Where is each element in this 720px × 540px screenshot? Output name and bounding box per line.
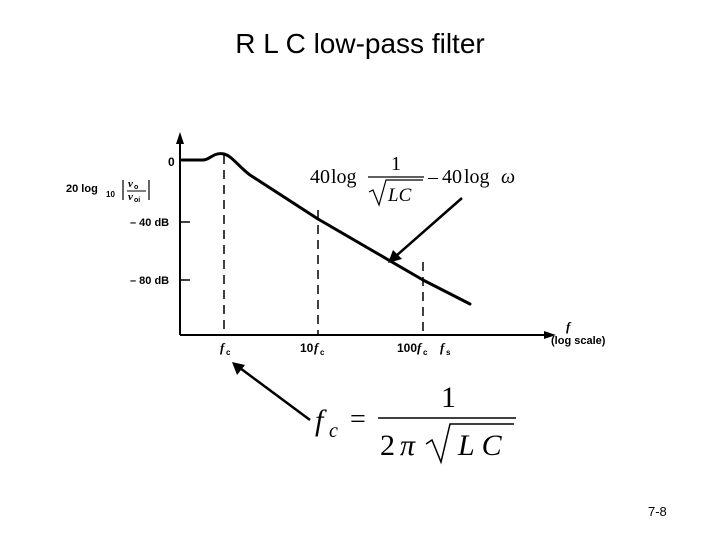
x-tick-fs: f s [440,340,451,357]
x-tick-fc-f: f [220,340,226,355]
ratio-num: v [128,178,133,190]
x-axis-var: f [566,319,572,334]
x-tick-100fc-f: f [417,340,423,355]
arrow-to-fc [232,362,311,422]
arrow-to-curve [388,197,463,263]
ratio-den: v [128,191,133,203]
x-tick-100fc-pre: 100 [397,341,417,355]
formula-fc-sqrt-arg: L C [457,429,503,462]
formula-fc-numerator: 1 [441,381,456,414]
x-tick-fc: f c [220,340,231,357]
formula-slope-coef1: 40 [310,166,330,188]
y-tick-label-40db: – 40 dB [130,217,169,229]
formula-fc-lhs-f: f [315,404,327,437]
formula-fc-sqrt-sign [425,423,514,465]
x-tick-fc-sub: c [226,348,231,357]
formula-slope-sqrt-sign [368,179,423,207]
formula-fc-two: 2 [380,429,395,462]
y-tick-label-80db: – 80 dB [130,275,169,287]
response-curve [180,152,472,306]
formula-fc-pi: π [400,429,416,462]
slide-title: R L C low-pass filter [235,28,485,59]
x-tick-10fc-f: f [314,340,320,355]
formula-slope: 40 log 1 LC – 40 log ω [310,153,515,207]
formula-fc-lhs-sub: c [329,420,338,442]
ratio-num-sub: o [134,184,138,191]
x-tick-fs-sub: s [446,348,451,357]
y-axis-label-prefix: 20 log [66,183,98,195]
formula-slope-minus: – [427,166,439,188]
formula-fc-equals: = [350,404,366,435]
y-axis-label: 20 log 10 v o v oi [66,178,150,204]
formula-slope-sqrt-arg: LC [387,185,412,206]
page-number: 7-8 [648,504,667,519]
x-tick-10fc: 10 f c [300,340,325,357]
y-tick-label-0: 0 [168,155,175,169]
ratio-den-sub: oi [134,197,140,204]
x-tick-100fc-sub: c [423,348,428,357]
y-axis-label-sub: 10 [106,190,115,199]
formula-slope-omega: ω [501,166,515,188]
formula-slope-coef2: 40 [442,166,462,188]
x-tick-fs-f: f [440,340,446,355]
x-tick-10fc-pre: 10 [300,341,314,355]
x-tick-100fc: 100 f c [397,340,428,357]
formula-slope-log1: log [331,166,357,188]
x-axis-arrow [544,331,556,339]
y-axis-arrow [176,132,184,144]
x-axis-scale-note: (log scale) [551,335,606,347]
x-tick-10fc-sub: c [320,348,325,357]
formula-fc: f c = 1 2 π L C [315,381,516,465]
formula-slope-numerator: 1 [391,153,401,175]
formula-slope-log2: log [464,166,490,188]
